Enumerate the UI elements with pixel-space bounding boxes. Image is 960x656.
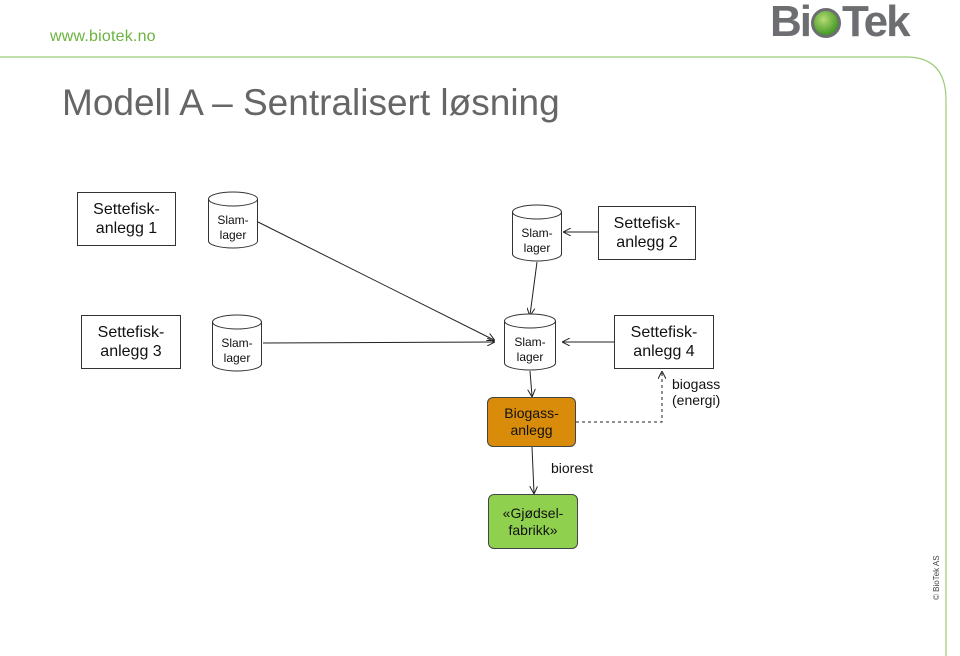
slamlager-2-cylinder: Slam- lager xyxy=(512,204,562,262)
settefiskanlegg-1-box: Settefisk- anlegg 1 xyxy=(77,192,176,246)
slamlager-3-cylinder: Slam- lager xyxy=(212,314,262,372)
page-title: Modell A – Sentralisert løsning xyxy=(62,82,560,123)
cylinder-icon xyxy=(212,314,262,372)
logo-text-left: Bi xyxy=(770,0,812,46)
slamlager-central-cylinder: Slam- lager xyxy=(504,313,556,371)
logo-text-right: Tek xyxy=(842,0,911,46)
arrow-slam2-to-central xyxy=(530,261,538,315)
website-url[interactable]: www.biotek.no xyxy=(50,28,156,45)
biotek-logo: Bi Tek xyxy=(770,0,911,46)
arrow-central-to-biogass xyxy=(530,370,532,396)
cylinder-icon xyxy=(208,191,258,249)
settefiskanlegg-3-box: Settefisk- anlegg 3 xyxy=(81,315,181,369)
arrow-slam3-to-central xyxy=(262,342,494,343)
slamlager-3-label: Slam- lager xyxy=(221,336,253,365)
biogassanlegg-box: Biogass- anlegg xyxy=(487,397,576,447)
biogass-energy-label: biogass (energi) xyxy=(672,376,721,408)
biorest-label: biorest xyxy=(551,460,594,476)
slamlager-central-label: Slam- lager xyxy=(514,335,546,364)
slamlager-2-label: Slam- lager xyxy=(521,226,553,255)
arrow-slam1-to-central xyxy=(257,221,494,340)
slamlager-1-label: Slam- lager xyxy=(217,213,249,242)
globe-icon xyxy=(811,8,841,38)
settefiskanlegg-4-box: Settefisk- anlegg 4 xyxy=(614,315,714,369)
gjodselfabrikk-box: «Gjødsel- fabrikk» xyxy=(488,494,578,549)
copyright-notice: © BioTek AS xyxy=(932,555,941,600)
slamlager-1-cylinder: Slam- lager xyxy=(208,191,258,249)
cylinder-icon xyxy=(504,313,556,371)
dashed-arrow-biogass-energy xyxy=(576,372,662,423)
cylinder-icon xyxy=(512,204,562,262)
settefiskanlegg-2-box: Settefisk- anlegg 2 xyxy=(598,206,696,260)
arrow-biogass-to-gjodsel xyxy=(532,446,534,493)
